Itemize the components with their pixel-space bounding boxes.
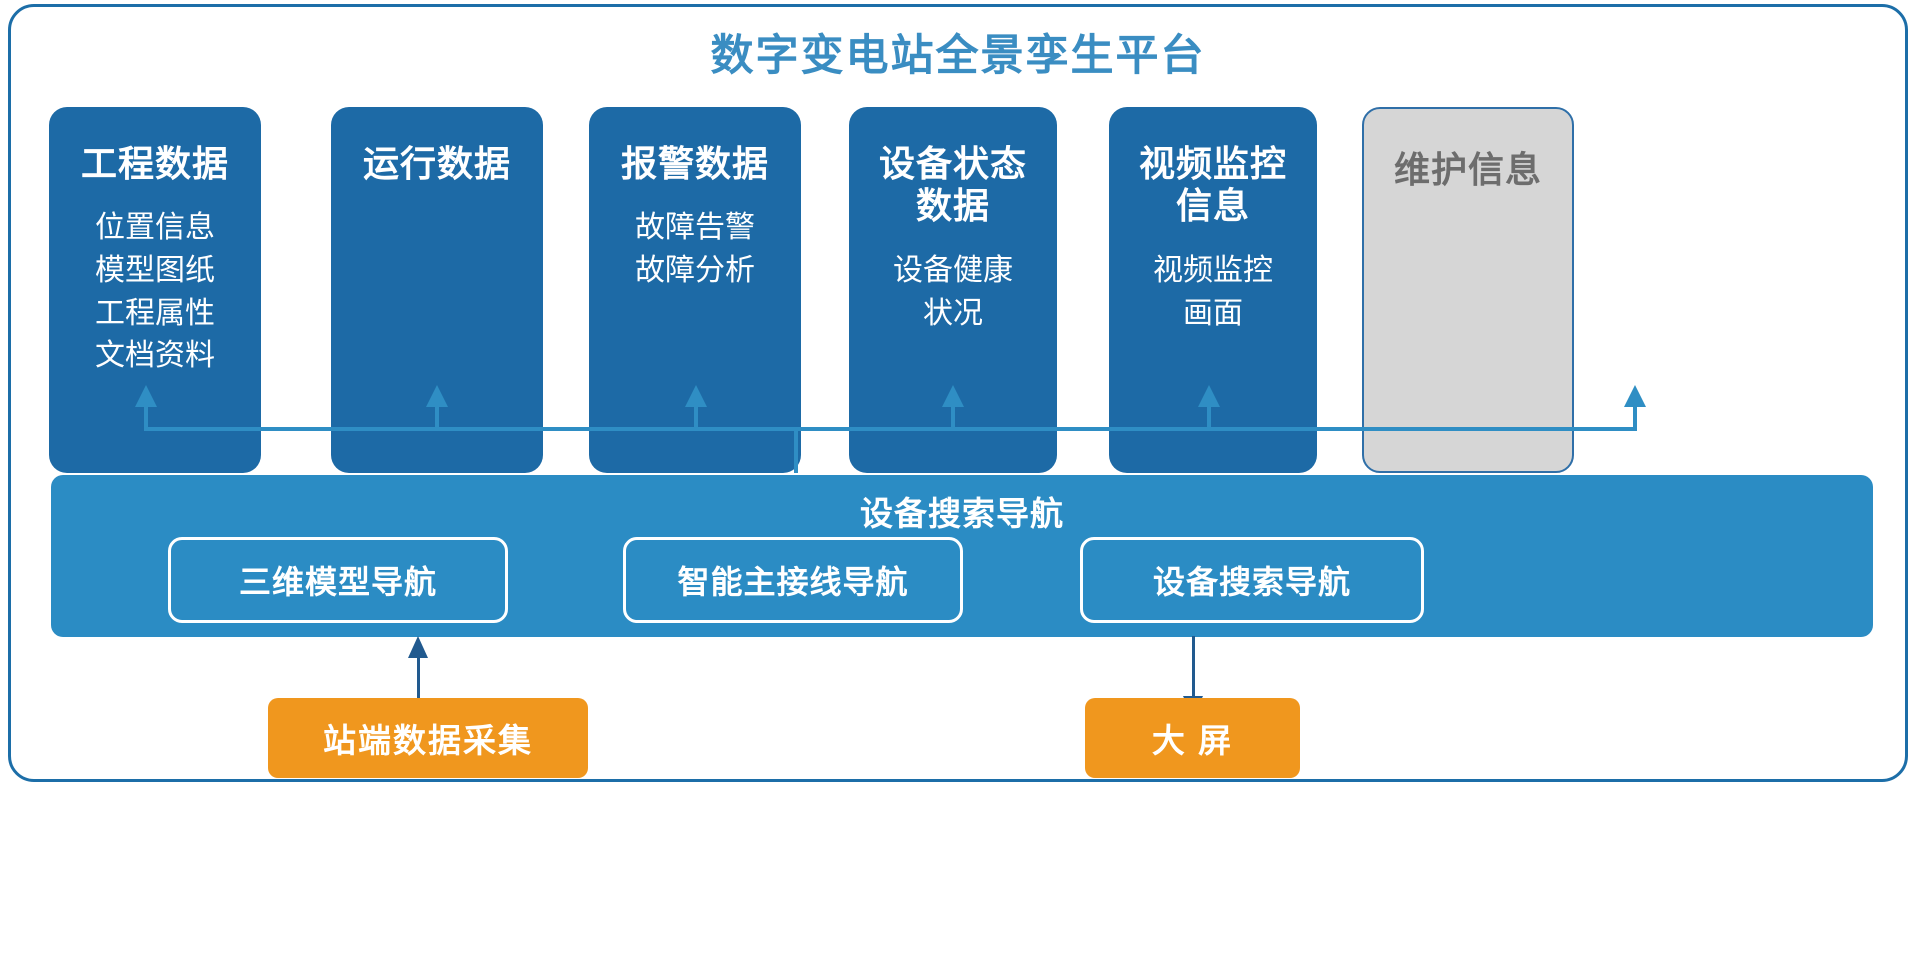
nav-pill-smart-one-line[interactable]: 智能主接线导航 [623,537,963,623]
arrow-up-icon [1198,385,1220,407]
card-item: 故障告警 [635,211,755,245]
nav-pill-device-search[interactable]: 设备搜索导航 [1080,537,1424,623]
arrow-to-card-video-surveillance-info [1198,385,1220,431]
card-engineering-data[interactable]: 工程数据 位置信息 模型图纸 工程属性 文档资料 [49,107,261,473]
station-data-acquisition-box[interactable]: 站端数据采集 [268,698,588,778]
arrow-up-icon [426,385,448,407]
card-title: 设备状态 数据 [878,143,1027,227]
card-items: 设备健康 状况 [849,250,1057,335]
card-item: 视频监控 [1153,253,1273,287]
large-screen-box[interactable]: 大 屏 [1085,698,1300,778]
arrow-shaft [417,656,420,718]
page-title: 数字变电站全景孪生平台 [710,32,1206,80]
card-title: 工程数据 [80,143,229,184]
arrow-up-icon [942,385,964,407]
arrow-up-icon [1624,385,1646,407]
card-item: 位置信息 [95,211,215,245]
card-item: 状况 [923,296,983,330]
data-cards-row: 工程数据 位置信息 模型图纸 工程属性 文档资料 运行数据 报警数据 故障告警 … [41,107,1881,473]
nav-pill-3d-model[interactable]: 三维模型导航 [168,537,508,623]
device-search-navigation-bar: 设备搜索导航 三维模型导航 智能主接线导航 设备搜索导航 [51,475,1873,637]
card-title: 维护信息 [1393,149,1542,190]
card-video-surveillance-info[interactable]: 视频监控 信息 视频监控 画面 [1109,107,1317,473]
card-maintenance-info[interactable]: 维护信息 [1362,107,1574,473]
arrow-to-card-alarm-data [685,385,707,431]
connector-down-stem [794,431,798,473]
arrow-to-card-maintenance-info [1624,385,1646,431]
card-alarm-data[interactable]: 报警数据 故障告警 故障分析 [589,107,801,473]
card-item: 设备健康 [893,253,1013,287]
card-title: 视频监控 信息 [1138,143,1287,227]
card-device-status-data[interactable]: 设备状态 数据 设备健康 状况 [849,107,1057,473]
card-items: 位置信息 模型图纸 工程属性 文档资料 [49,207,261,377]
card-item: 故障分析 [635,254,755,288]
card-item: 工程属性 [95,296,215,330]
arrow-up-icon [685,385,707,407]
card-item: 模型图纸 [95,254,215,288]
card-items: 视频监控 画面 [1109,250,1317,335]
arrow-up-icon [408,636,428,658]
arrow-to-card-operation-data [426,385,448,431]
card-title: 报警数据 [620,143,769,184]
card-item: 画面 [1183,296,1243,330]
platform-frame: 数字变电站全景孪生平台 工程数据 位置信息 模型图纸 工程属性 文档资料 运行数… [8,4,1908,782]
arrow-up-icon [135,385,157,407]
arrow-shaft [1192,636,1195,698]
card-items: 故障告警 故障分析 [589,207,801,292]
card-item: 文档资料 [95,339,215,373]
connector-bus-line [144,427,1637,431]
nav-bar-title: 设备搜索导航 [860,495,1064,532]
nav-pill-group: 三维模型导航 智能主接线导航 设备搜索导航 [51,537,1873,623]
arrow-to-card-device-status-data [942,385,964,431]
arrow-to-card-engineering-data [135,385,157,431]
card-title: 运行数据 [362,143,511,184]
